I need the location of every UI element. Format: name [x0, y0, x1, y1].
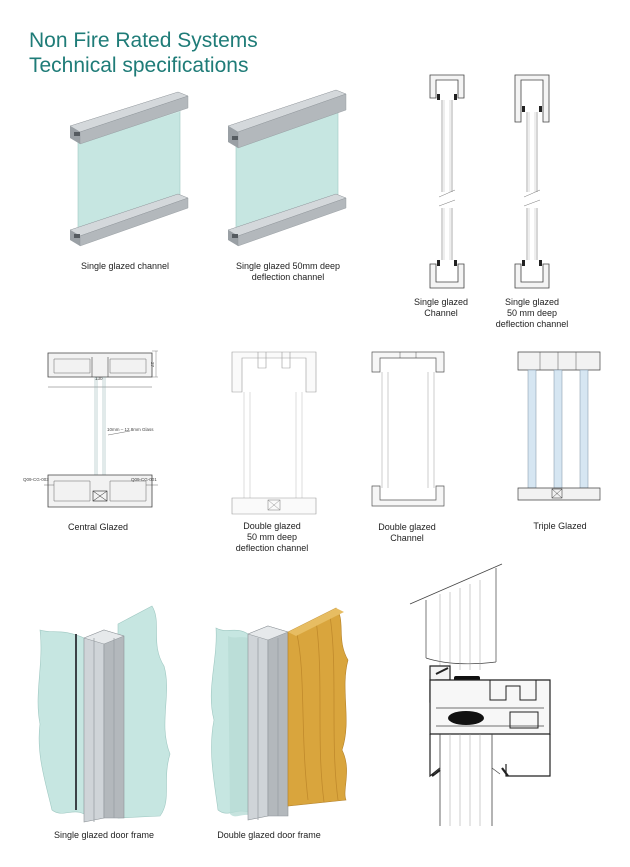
caption-single-glazed-channel: Single glazed channel: [80, 261, 170, 271]
caption-line: deflection channel: [495, 319, 569, 329]
caption-line: Single glazed 50mm deep: [235, 261, 341, 271]
caption-line: deflection channel: [251, 272, 325, 282]
caption-line: Double glazed: [243, 521, 301, 531]
triple-glazed-section: [517, 351, 601, 501]
title-line-1: Non Fire Rated Systems: [29, 29, 258, 52]
caption-triple-glazed: Triple Glazed: [533, 521, 587, 531]
caption-single-glazed-door-frame: Single glazed door frame: [53, 830, 155, 840]
single-glazed-channel-section: [429, 74, 465, 289]
single-glazed-50mm-section: [514, 74, 550, 289]
caption-single-glazed-channel-section: Single glazed Channel: [414, 297, 468, 319]
central-glazed-section: [44, 350, 158, 508]
caption-double-glazed-door-frame: Double glazed door frame: [217, 830, 321, 840]
caption-line: Double glazed: [378, 522, 436, 532]
caption-line: 50 mm deep: [506, 308, 558, 318]
single-glazed-channel-3d: [69, 91, 189, 247]
caption-double-glazed-channel: Double glazed Channel: [378, 522, 436, 544]
double-glazed-channel-section: [371, 351, 445, 507]
double-glazed-50mm-section: [231, 351, 317, 515]
title-line-2: Technical specifications: [29, 54, 249, 77]
height-dimension-label: 27: [150, 361, 156, 368]
glass-thickness-label: 10mm – 12.8mm Glass: [107, 427, 154, 432]
caption-line: Single glazed: [413, 297, 469, 307]
page-title: Non Fire Rated Systems Technical specifi…: [29, 28, 258, 78]
caption-central-glazed: Central Glazed: [67, 522, 129, 532]
width-dimension-label: 130: [95, 376, 103, 381]
caption-line: Channel: [424, 308, 458, 318]
caption-single-glazed-50mm-section: Single glazed 50 mm deep deflection chan…: [496, 297, 569, 330]
caption-line: Channel: [390, 533, 424, 543]
caption-line: deflection channel: [235, 543, 309, 553]
single-glazed-50mm-channel-3d: [227, 89, 347, 247]
part-number-left-label: Q09-CG-003: [23, 477, 49, 482]
door-frame-head-detail: [409, 563, 551, 826]
single-glazed-door-frame-3d: [37, 605, 171, 823]
part-number-right-label: Q09-CG-001: [131, 477, 157, 482]
caption-double-glazed-50mm: Double glazed 50 mm deep deflection chan…: [236, 521, 309, 554]
double-glazed-door-frame-3d: [210, 607, 349, 821]
caption-line: Single glazed: [504, 297, 560, 307]
caption-single-glazed-50mm-channel: Single glazed 50mm deep deflection chann…: [236, 261, 340, 283]
caption-line: 50 mm deep: [246, 532, 298, 542]
